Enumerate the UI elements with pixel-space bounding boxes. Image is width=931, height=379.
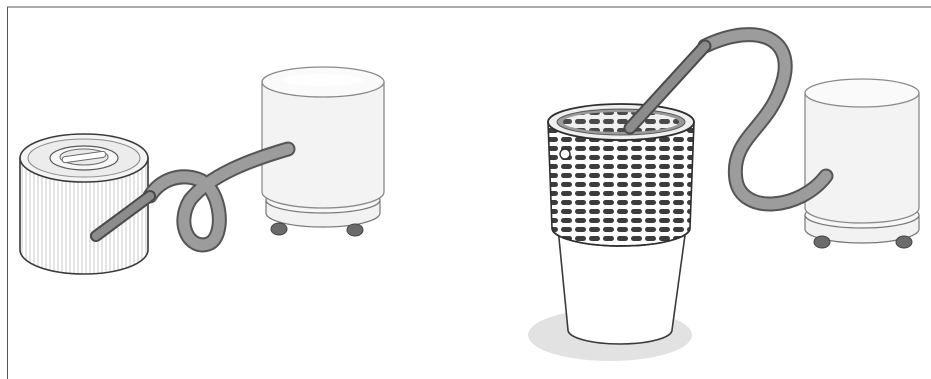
left-panel xyxy=(20,67,384,274)
filter-cartridge-icon xyxy=(20,134,148,274)
vacuum-canister-icon xyxy=(805,79,919,248)
filter-in-container-icon xyxy=(548,104,694,344)
right-panel xyxy=(528,35,919,361)
